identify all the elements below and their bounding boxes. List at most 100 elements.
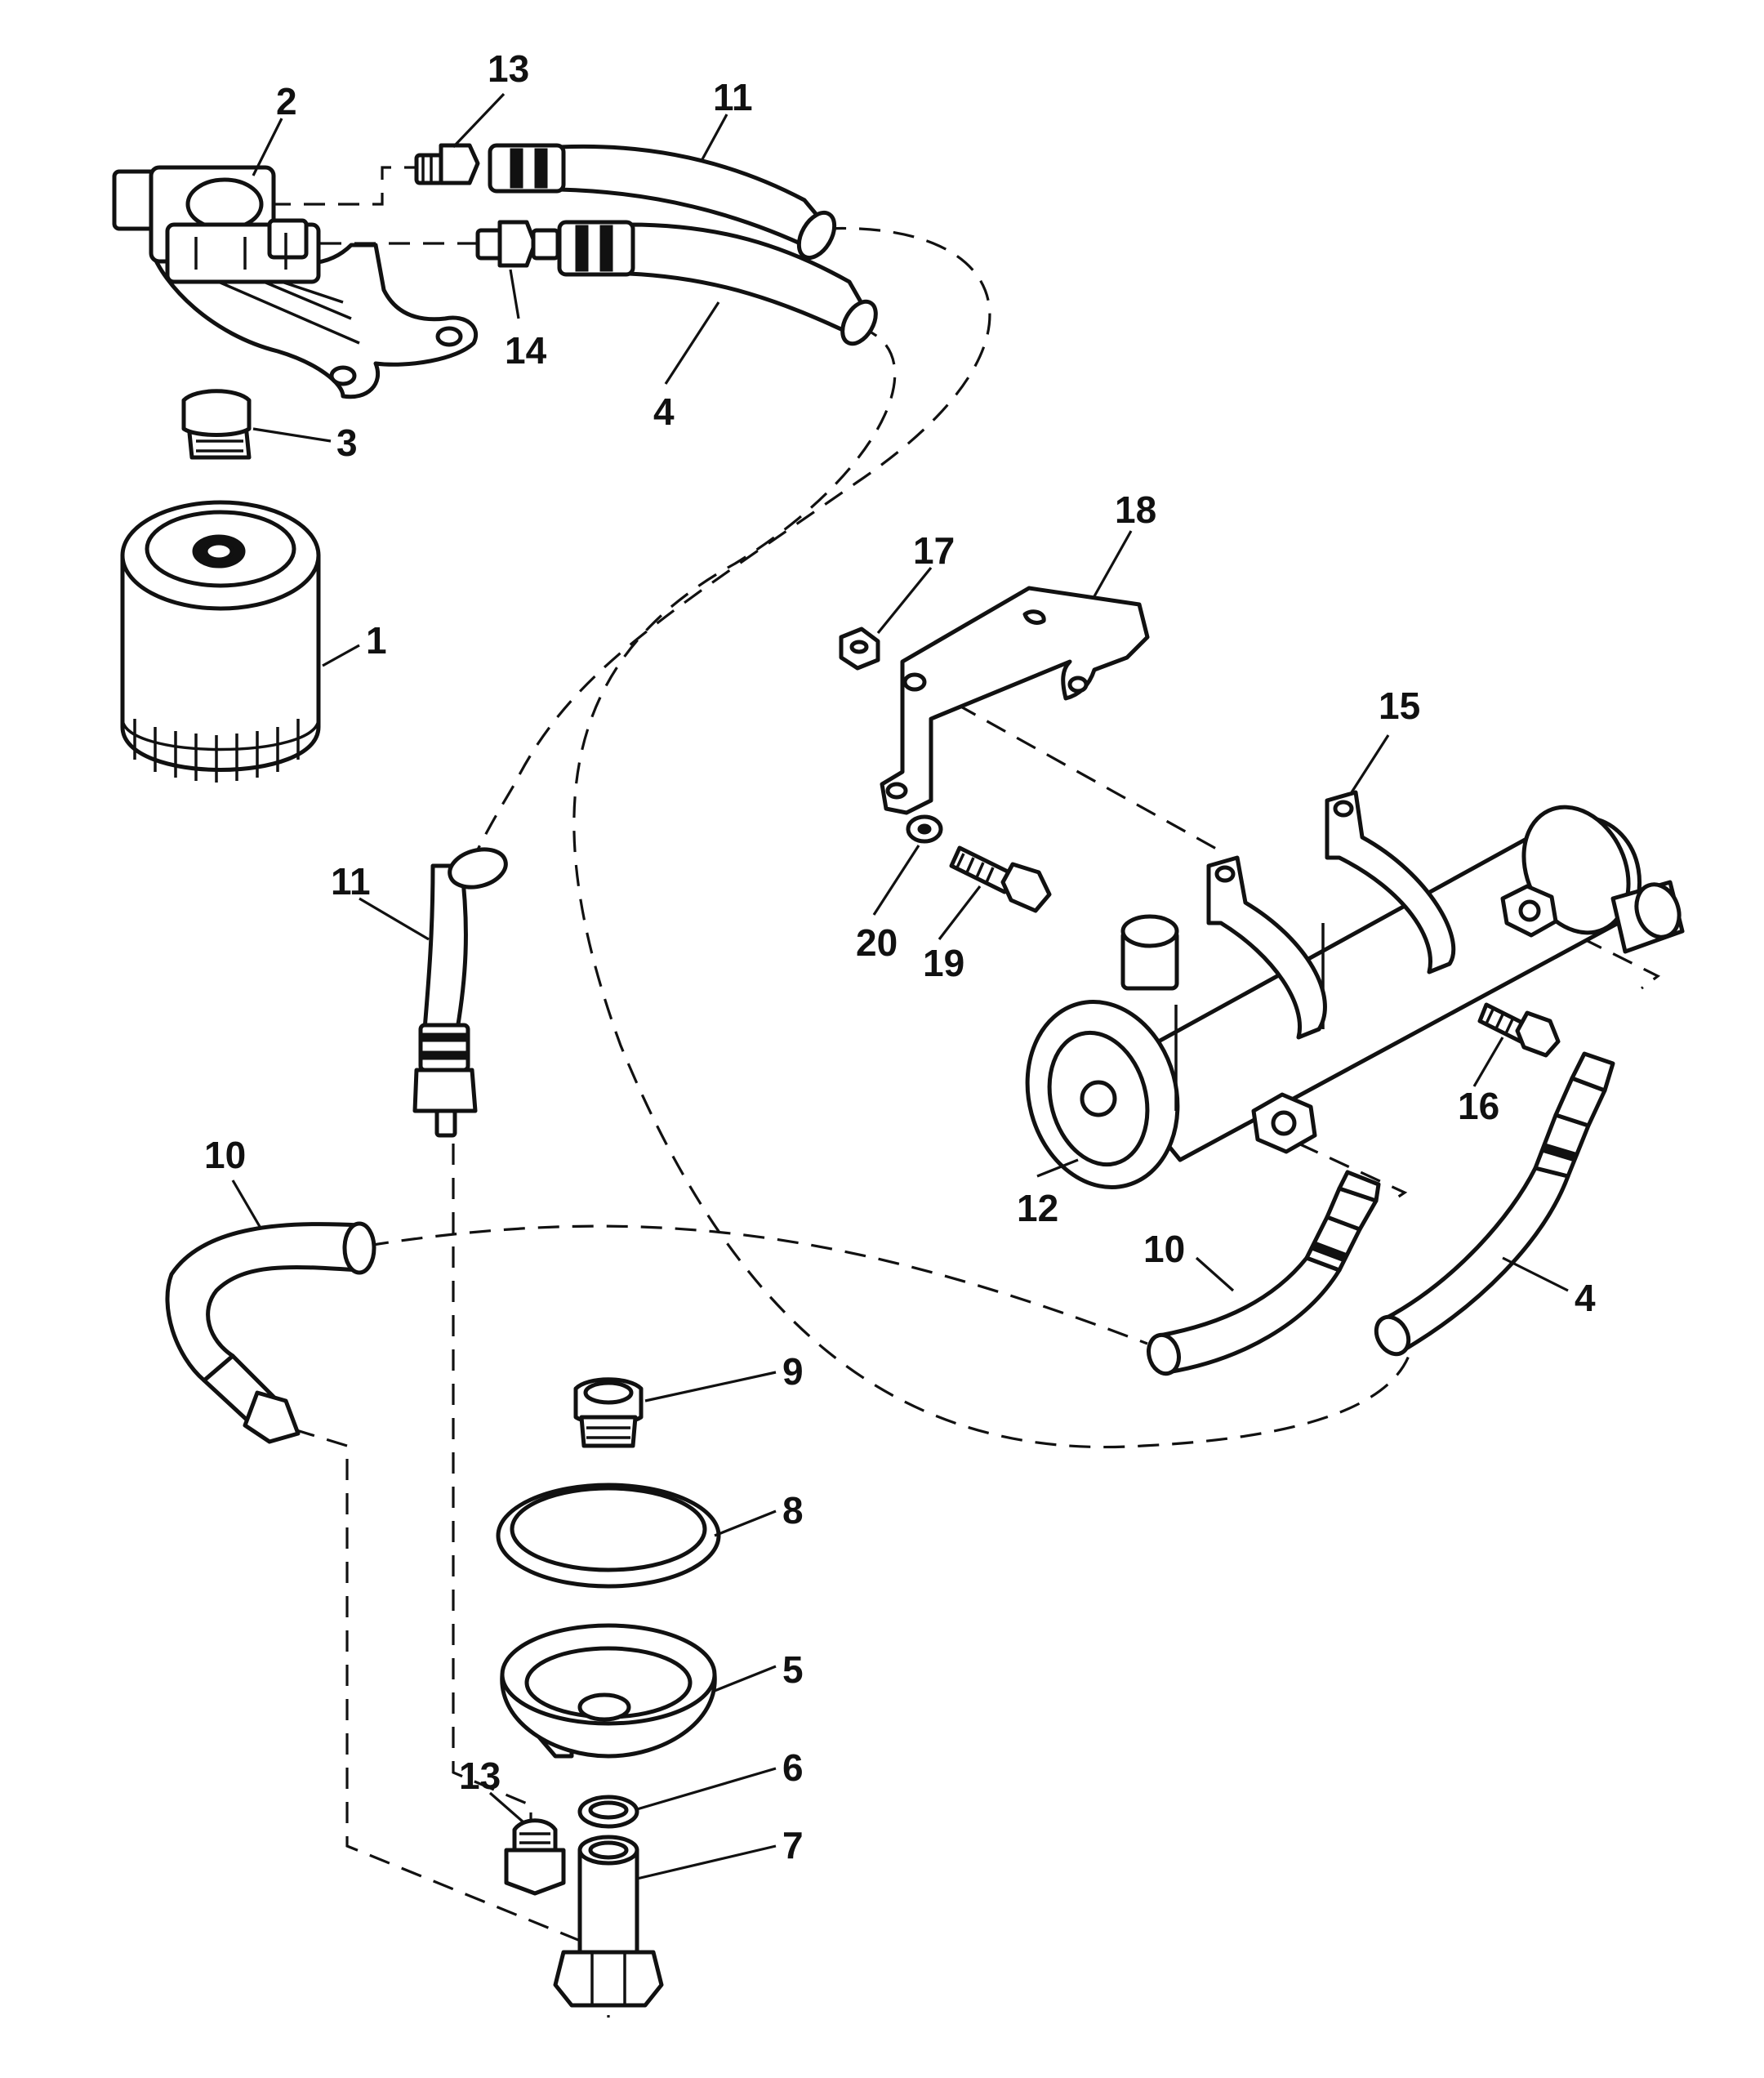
oil-cooler-12	[1025, 805, 1685, 1189]
hose-11-lower-crimp	[422, 1032, 466, 1060]
oil-cooler-fitting-lower-hole	[1271, 1110, 1297, 1136]
leader-14	[509, 269, 520, 319]
leader-16	[1472, 1037, 1504, 1087]
hose-4-right	[1374, 1051, 1615, 1357]
leader-20	[872, 845, 920, 916]
hose-4-right-tube	[1382, 1166, 1570, 1354]
fitting-13-threads	[421, 157, 433, 181]
hose-10-right	[1147, 1170, 1381, 1376]
plug-9	[573, 1377, 644, 1448]
oil-filter-band	[121, 718, 320, 751]
bracket-18-hole-bottom	[885, 782, 908, 800]
callout-labels: 1 2 3 4 4 5 6 7 8 9 10 10 11 11 12 13 13…	[204, 47, 1596, 1866]
route-hose-11-upper-to-lower	[472, 226, 991, 858]
callout-11-lower: 11	[331, 860, 371, 903]
hose-11-upper-ferrule	[488, 143, 566, 194]
bolt-16-threads	[1485, 1009, 1514, 1034]
hose-10-left-end	[342, 1221, 376, 1275]
fitting-14-hex	[497, 220, 537, 268]
adapter-mount-hole-2	[435, 326, 463, 347]
clamp-15-front-hole	[1214, 865, 1236, 883]
leader-4-lower	[1502, 1256, 1569, 1292]
fitting-13-lower-threads	[519, 1832, 550, 1844]
leader-4-upper	[664, 301, 720, 385]
adapter-plate-5	[500, 1623, 717, 1759]
adapter-top-boss	[185, 177, 264, 231]
hose-11-lower-tip	[434, 1108, 457, 1138]
plug-9-threads	[586, 1426, 630, 1439]
callout-3: 3	[336, 421, 358, 464]
connector-7-hex	[553, 1950, 664, 2008]
adapter-plate-5-center	[577, 1692, 631, 1722]
hose-10-right-tube	[1157, 1255, 1342, 1375]
hose-4-right-tip	[1570, 1051, 1615, 1093]
hose-10-left	[165, 1221, 376, 1444]
connector-7-bore	[588, 1840, 629, 1860]
hose-11-upper	[488, 143, 837, 260]
callout-10-left: 10	[204, 1134, 246, 1176]
callout-14: 14	[505, 329, 547, 372]
callout-5: 5	[782, 1648, 804, 1691]
callout-17: 17	[913, 529, 955, 572]
fitting-14-thread-right	[531, 228, 560, 261]
leader-lines	[231, 92, 1569, 1880]
hose-11-lower-end	[448, 847, 508, 890]
callout-18: 18	[1115, 488, 1156, 531]
hose-4-right-end	[1374, 1314, 1411, 1357]
leader-13-upper	[452, 92, 506, 149]
leader-17	[876, 566, 933, 635]
route-hose-11-down	[452, 1144, 532, 1830]
oil-cooler-port-right-opening	[1634, 882, 1682, 939]
hose-11-lower	[412, 847, 508, 1138]
bolt-19	[949, 845, 1052, 913]
nut-17	[839, 627, 880, 671]
leader-7	[636, 1844, 777, 1880]
adapter-mount-hole-1	[329, 365, 357, 386]
leader-10-left	[231, 1179, 263, 1230]
bolt-19-threads	[956, 853, 995, 883]
hose-4-upper-end	[840, 299, 878, 346]
leader-15	[1350, 734, 1390, 793]
leader-19	[938, 885, 982, 940]
callout-15: 15	[1379, 684, 1420, 727]
route-adapter-to-fitting-11	[270, 166, 416, 206]
leader-13-lower	[488, 1791, 524, 1823]
callout-10-right: 10	[1143, 1228, 1185, 1270]
callout-13-lower: 13	[459, 1755, 501, 1797]
clamp-15-front	[1206, 855, 1327, 1040]
callout-20: 20	[856, 921, 898, 964]
nut-17-hole	[849, 640, 869, 654]
route-hose-4-upper-to-lower	[572, 325, 1410, 1449]
bolt-16-head	[1515, 1010, 1561, 1058]
callout-19: 19	[923, 942, 964, 984]
callout-8: 8	[782, 1489, 804, 1532]
nipple-3-threads	[196, 439, 243, 453]
callout-12: 12	[1017, 1187, 1058, 1229]
gasket-ring-8	[496, 1483, 721, 1589]
washer-20	[906, 814, 943, 844]
plug-9-top	[583, 1380, 634, 1405]
hose-11-lower-hex	[412, 1068, 478, 1113]
hose-10-right-crimp	[1311, 1241, 1348, 1263]
bracket-18-hole-top	[902, 672, 927, 692]
clamp-15-rear-hole	[1333, 800, 1354, 818]
filter-adapter	[112, 165, 478, 399]
o-ring-6	[577, 1795, 639, 1829]
leader-3	[252, 427, 332, 443]
bracket-18-slot	[1022, 609, 1046, 625]
plug-9-thread	[579, 1415, 638, 1448]
callout-1: 1	[366, 619, 387, 662]
hose-10-right-tip	[1337, 1170, 1381, 1203]
hose-11-upper-end	[796, 211, 837, 260]
leader-18	[1093, 530, 1133, 597]
oil-filter	[120, 500, 321, 783]
bracket-18-hole-right	[1067, 676, 1089, 693]
hose-11-upper-crimp	[510, 148, 548, 189]
leader-2	[252, 118, 283, 176]
route-hose-10-down	[293, 1428, 610, 1981]
leader-10-right	[1195, 1256, 1235, 1292]
connector-7-hex-faces	[590, 1954, 626, 2005]
clamps-15	[1206, 790, 1456, 1040]
callout-4-lower: 4	[1575, 1277, 1596, 1319]
bracket-18	[880, 586, 1150, 815]
